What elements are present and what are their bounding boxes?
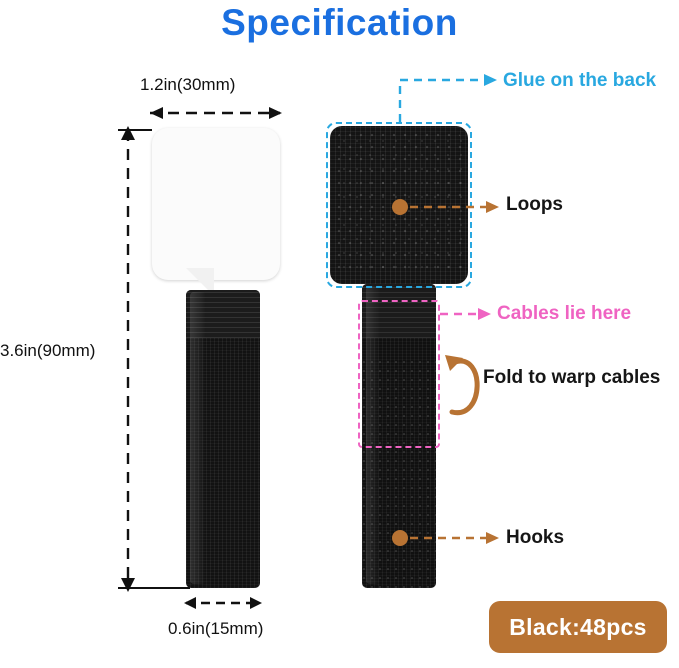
glue-callout-leader <box>398 74 497 122</box>
variant-badge: Black:48pcs <box>489 601 667 653</box>
dimension-label-height: 3.6in(90mm) <box>0 341 96 360</box>
fold-arrow-icon <box>445 355 480 416</box>
tail-width-dimension-arrow <box>184 597 262 609</box>
callout-label-loops: Loops <box>506 194 563 215</box>
left-strap-white-head <box>152 128 280 280</box>
right-strap-tail-band <box>362 284 436 338</box>
page-title: Specification <box>221 2 458 43</box>
callout-label-glue: Glue on the back <box>503 70 657 91</box>
cables-callout-leader <box>440 308 491 320</box>
left-strap-black-tail <box>186 290 260 588</box>
left-strap-tail-highlight <box>190 292 206 584</box>
callout-label-hooks: Hooks <box>506 527 565 548</box>
glue-area-outline <box>326 122 472 288</box>
callout-label-cables: Cables lie here <box>497 303 632 324</box>
left-strap-tail-band <box>186 290 260 338</box>
width-dimension-arrow <box>150 107 282 119</box>
dimension-label-width: 1.2in(30mm) <box>140 75 236 94</box>
cables-area-outline <box>358 300 440 448</box>
right-strap-tail-highlight <box>366 286 380 584</box>
dimension-label-tail-width: 0.6in(15mm) <box>168 619 264 638</box>
callout-label-fold: Fold to warp cables <box>483 367 661 388</box>
right-strap-hook-texture <box>362 360 436 588</box>
